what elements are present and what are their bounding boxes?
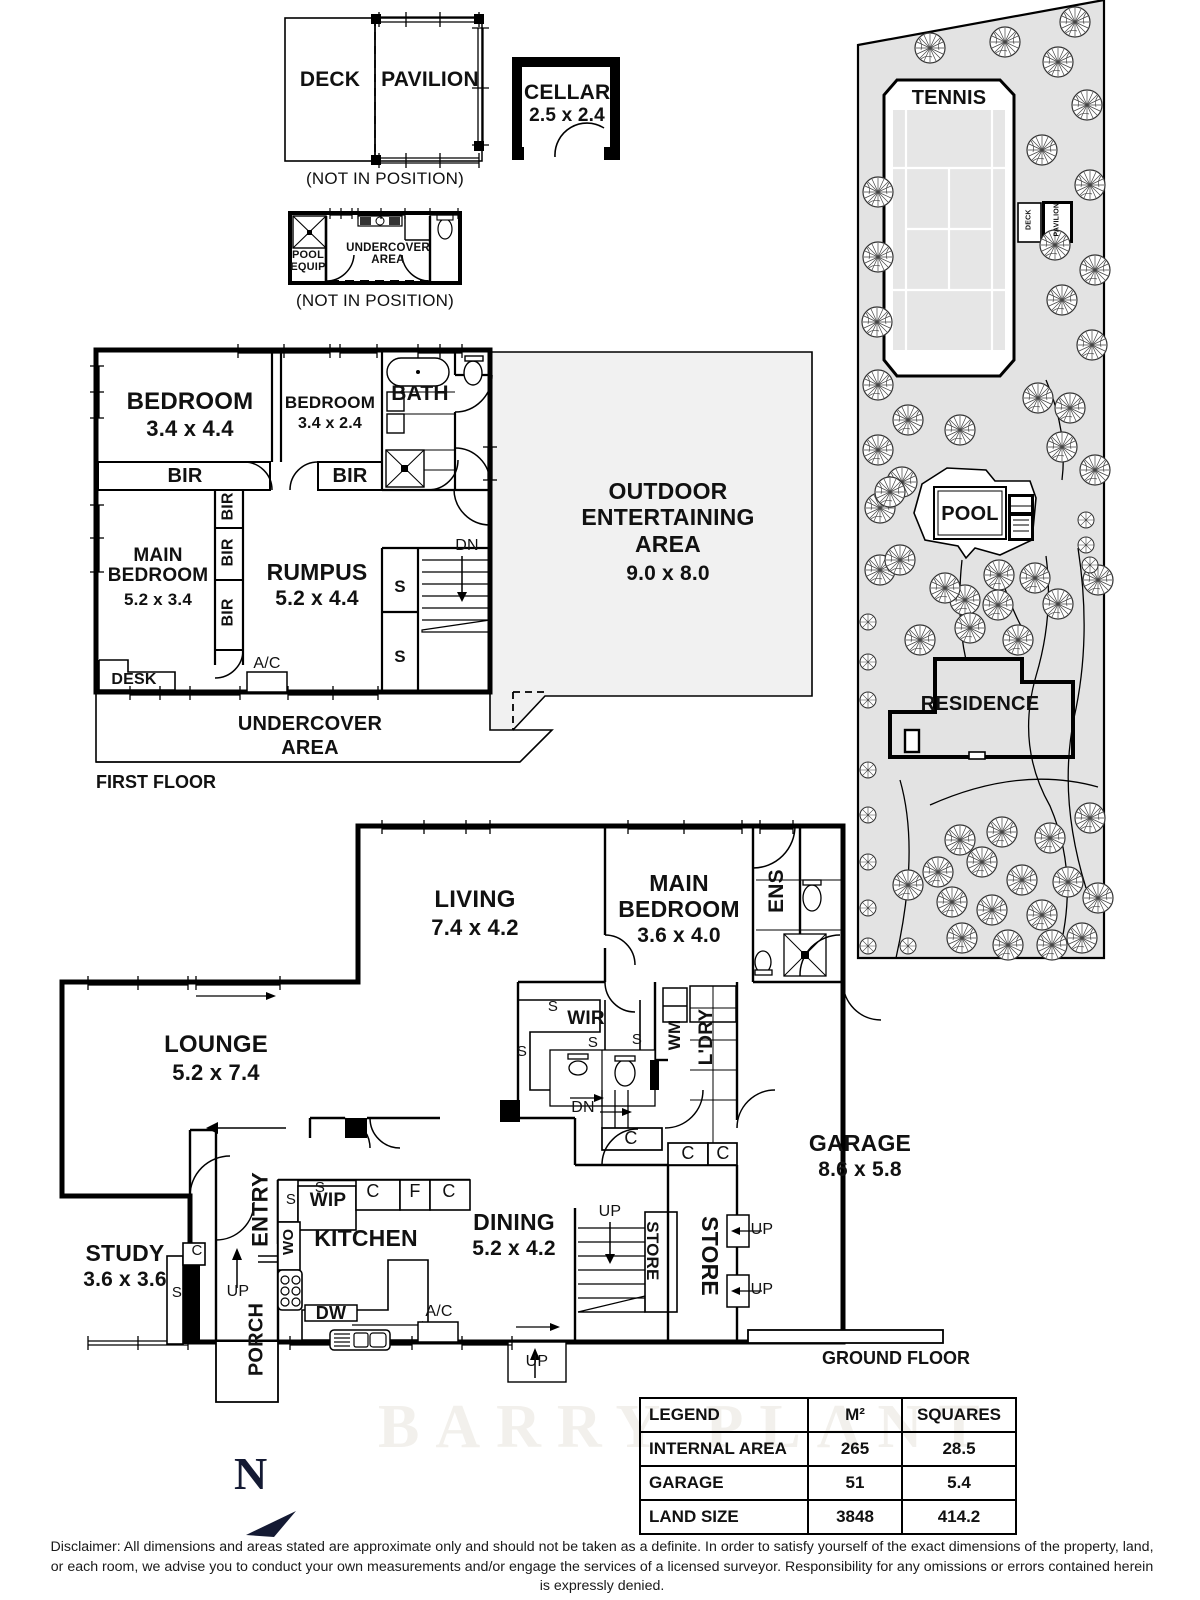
site-plan	[856, 0, 1114, 961]
legend-table: LEGEND M² SQUARES INTERNAL AREA 265 28.5…	[639, 1397, 1017, 1535]
table-row: LAND SIZE 3848 414.2	[639, 1499, 1017, 1535]
disclaimer-text: Disclaimer: All dimensions and areas sta…	[50, 1539, 1154, 1595]
ground-floor-caption: GROUND FLOOR	[822, 1348, 970, 1368]
legend-header-squares: SQUARES	[901, 1397, 1017, 1433]
legend-header-item: LEGEND	[639, 1397, 809, 1433]
legend-row-0-m2: 265	[807, 1431, 903, 1467]
pool-equip-detail	[288, 208, 462, 285]
table-row: INTERNAL AREA 265 28.5	[639, 1431, 1017, 1467]
legend-row-0-squares: 28.5	[901, 1431, 1017, 1467]
legend-row-1-m2: 51	[807, 1465, 903, 1501]
first-floor-caption: FIRST FLOOR	[96, 772, 216, 792]
north-letter: N	[234, 1448, 268, 1499]
first-floor-plan	[90, 344, 813, 763]
legend-row-2-item: LAND SIZE	[639, 1499, 809, 1535]
cellar-detail	[512, 57, 620, 160]
legend-row-1-item: GARAGE	[639, 1465, 809, 1501]
ground-floor-plan	[59, 820, 944, 1403]
deck-pavilion-detail	[284, 12, 489, 168]
legend-row-1-squares: 5.4	[901, 1465, 1017, 1501]
legend-header-row: LEGEND M² SQUARES	[639, 1397, 1017, 1433]
legend-row-2-squares: 414.2	[901, 1499, 1017, 1535]
legend-row-0-item: INTERNAL AREA	[639, 1431, 809, 1467]
table-row: GARAGE 51 5.4	[639, 1465, 1017, 1501]
legend-row-2-m2: 3848	[807, 1499, 903, 1535]
north-arrow-icon	[246, 1511, 296, 1537]
legend-header-m2: M²	[807, 1397, 903, 1433]
